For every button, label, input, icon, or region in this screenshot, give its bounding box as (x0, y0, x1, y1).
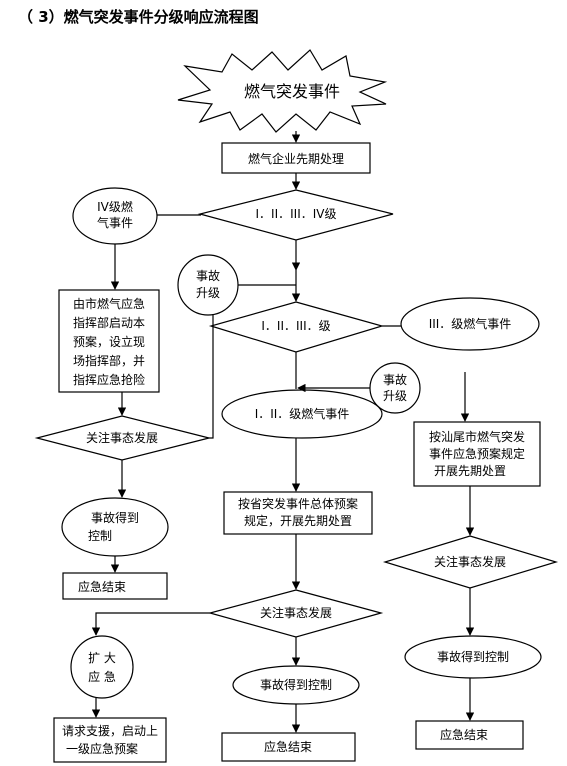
city-plan-box (58, 289, 160, 393)
request-line-2: 一级应急预案 (66, 741, 138, 756)
upgrade-1-line-1: 事故 (196, 268, 220, 283)
left-control-ellipse (61, 497, 169, 557)
decision-levels-1-3-label: I．II．III．级 (261, 319, 330, 333)
level4-label-2: 气事件 (97, 215, 133, 230)
start-label: 燃气突发事件 (244, 82, 340, 101)
province-plan-box (223, 491, 373, 535)
line-watch-to-upgrade1 (209, 314, 214, 439)
level3-label: III．级燃气事件 (429, 316, 512, 331)
expand-line-1: 扩 大 (88, 651, 116, 665)
level12-label: I．II．级燃气事件 (255, 406, 350, 421)
upgrade-1-line-2: 升级 (196, 286, 220, 300)
middle-control-label: 事故得到控制 (260, 677, 332, 692)
decision-all-levels-label: I．II．III．IV级 (256, 207, 337, 221)
shanwei-plan-line-3: 开展先期处置 (434, 464, 506, 478)
arrow-mwatch-to-expand (91, 612, 210, 636)
left-end-label: 应急结束 (78, 579, 126, 594)
upgrade-circle-1 (177, 254, 239, 316)
province-plan-line-2: 规定，开展先期处置 (244, 513, 352, 528)
level3-event (400, 297, 540, 351)
right-end-box (415, 720, 524, 750)
middle-end-label: 应急结束 (264, 739, 312, 754)
city-plan-line-4: 场指挥部，并 (73, 353, 145, 368)
left-watch-label: 关注事态发展 (86, 430, 158, 445)
left-control-line-2: 控制 (88, 529, 112, 543)
expand-emergency-circle (70, 635, 134, 699)
city-plan-line-2: 指挥部启动本 (73, 315, 145, 330)
request-line-1: 请求支援，启动上 (62, 724, 158, 738)
request-support-box (53, 717, 167, 763)
pre-process-box (221, 142, 371, 174)
province-plan-line-1: 按省突发事件总体预案 (238, 496, 358, 511)
middle-end-box (221, 732, 356, 762)
expand-line-2: 应 急 (88, 669, 116, 684)
right-control-ellipse (404, 635, 542, 679)
city-plan-line-1: 由市燃气应急 (73, 296, 145, 311)
level4-label-1: IV级燃 (97, 199, 133, 214)
city-plan-line-3: 预案，设立现 (73, 334, 145, 349)
upgrade-2-line-2: 升级 (383, 389, 407, 403)
left-end-box (62, 572, 168, 600)
right-watch-label: 关注事态发展 (434, 554, 506, 569)
upgrade-2-line-1: 事故 (383, 372, 407, 387)
shanwei-plan-line-2: 事件应急预案规定 (429, 446, 525, 461)
left-control-line-1: 事故得到 (91, 510, 139, 525)
right-end-label: 应急结束 (440, 727, 488, 742)
right-control-label: 事故得到控制 (437, 649, 509, 664)
pre-process-label: 燃气企业先期处理 (248, 151, 344, 166)
connectors (91, 131, 475, 733)
start-burst (177, 49, 388, 133)
middle-watch-label: 关注事态发展 (260, 605, 332, 620)
page-title: （ 3）燃气突发事件分级响应流程图 (18, 8, 259, 26)
city-plan-line-5: 指挥应急抢险 (73, 372, 145, 387)
shanwei-plan-line-1: 按汕尾市燃气突发 (429, 429, 525, 444)
shanwei-plan-box (413, 421, 541, 487)
